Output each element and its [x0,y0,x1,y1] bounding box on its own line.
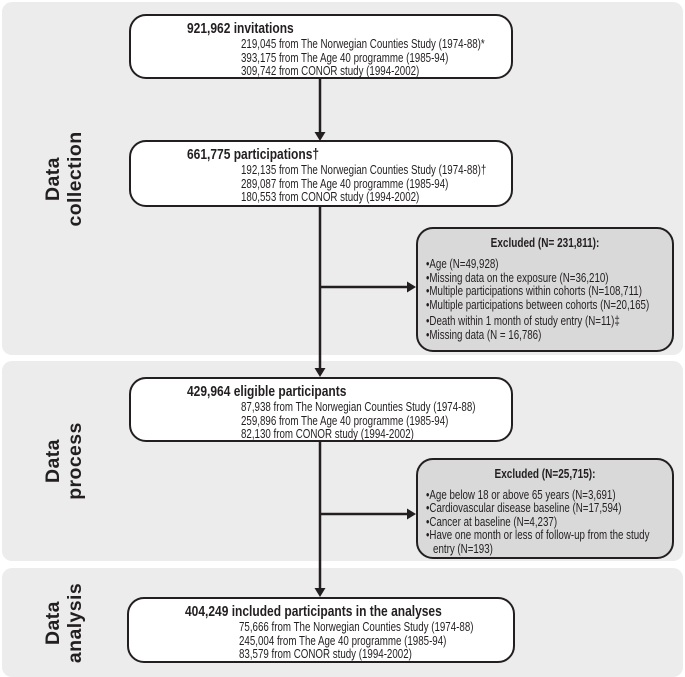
excluded-item: Cancer at baseline (N=4,237) [426,515,612,529]
section-label-text: Data analysis [41,582,86,663]
flow-box-eligible: 429,964 eligible participants 87,938 fro… [129,377,513,442]
excluded-item: Age (N=49,928) [426,257,612,272]
excluded-box-items: Age below 18 or above 65 years (N=3,691)… [426,488,667,556]
excluded-item: Cardiovascular disease baseline (N=17,59… [426,501,621,515]
flow-box-included: 404,249 included participants in the ana… [127,597,515,663]
section-label-data-analysis: Data analysis [2,568,126,677]
flow-box-title: 429,964 eligible participants [187,383,347,400]
section-label-text: Data collection [42,130,86,227]
flow-box-title: 661,775 participations† [187,146,320,163]
excluded-item: Death within 1 month of study entry (N=1… [426,315,619,329]
flow-box-line: 82,130 from CONOR study (1994-2002) [241,427,414,441]
flow-box-title: 921,962 invitations [187,20,294,37]
section-label-data-collection: Data collection [2,2,126,355]
excluded-item: Missing data on the exposure (N=36,210) [426,271,612,286]
flow-box-line: 289,087 from The Age 40 programme (1985-… [241,176,449,191]
flow-box-line: 87,938 from The Norwegian Counties Study… [241,400,476,414]
flow-box-invitations: 921,962 invitations 219,045 from The Nor… [129,14,513,79]
flow-box-line: 393,175 from The Age 40 programme (1985-… [241,50,449,65]
section-label-data-process: Data process [2,361,126,561]
excluded-box-title: Excluded (N=25,715): [494,467,596,481]
excluded-box-1: Excluded (N= 231,811): Age (N=49,928) Mi… [416,227,674,352]
flow-box-participations: 661,775 participations† 192,135 from The… [129,140,513,207]
excluded-item: Have one month or less of follow-up from… [426,529,667,556]
flow-box-line: 83,579 from CONOR study (1994-2002) [239,647,412,661]
flow-box-line: 192,135 from The Norwegian Counties Stud… [241,163,487,177]
excluded-item: Multiple participations within cohorts (… [426,285,642,299]
flow-box-line: 219,045 from The Norwegian Counties Stud… [241,37,485,51]
flow-box-line: 309,742 from CONOR study (1994-2002) [241,64,420,78]
excluded-box-items: Age (N=49,928) Missing data on the expos… [426,257,664,343]
flow-box-line: 259,896 from The Age 40 programme (1985-… [241,413,449,428]
flow-box-line: 75,666 from The Norwegian Counties Study… [239,620,474,634]
section-label-text: Data process [42,422,86,500]
excluded-box-title: Excluded (N= 231,811): [490,236,600,250]
excluded-box-2: Excluded (N=25,715): Age below 18 or abo… [416,458,674,559]
excluded-item: Multiple participations between cohorts … [426,298,649,313]
flow-box-line: 245,004 from The Age 40 programme (1985-… [239,633,447,648]
flow-box-line: 180,553 from CONOR study (1994-2002) [241,190,420,204]
flow-box-title: 404,249 included participants in the ana… [185,603,442,620]
excluded-item: Missing data (N = 16,786) [426,328,612,343]
excluded-item: Age below 18 or above 65 years (N=3,691) [426,488,615,502]
